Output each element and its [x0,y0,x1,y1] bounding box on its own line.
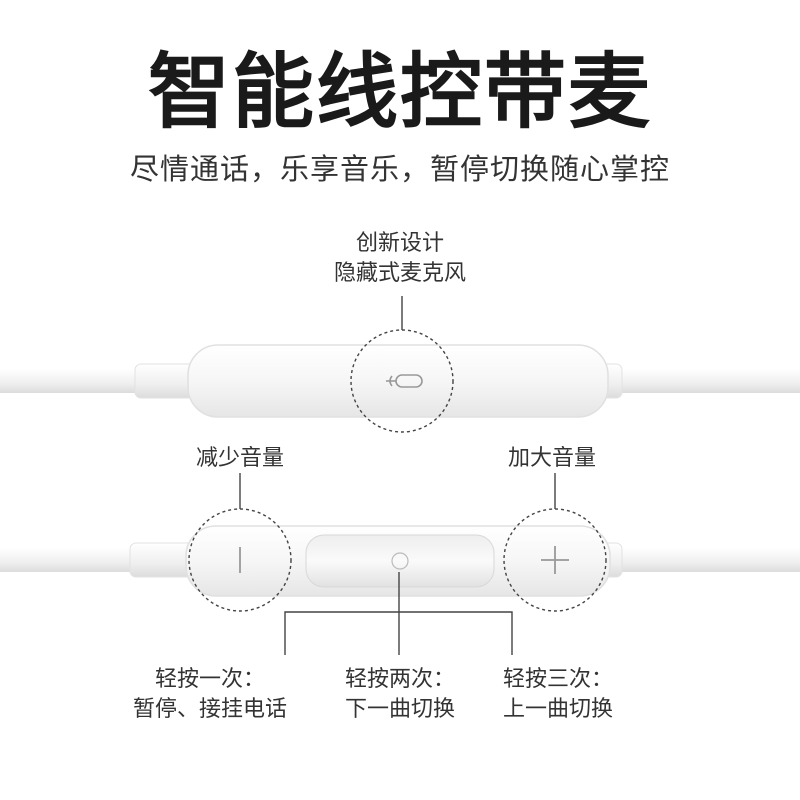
mic-remote-body [187,344,609,418]
press-twice-callout: 轻按两次： 下一曲切换 [300,665,500,725]
play-pause-button [305,534,495,588]
press-twice-line2: 下一曲切换 [344,697,455,722]
press-once-callout: 轻按一次： 暂停、接挂电话 [110,665,310,725]
plus-icon [541,546,569,574]
press-thrice-callout: 轻按三次： 上一曲切换 [458,665,658,725]
press-thrice-line1: 轻按三次： [502,667,613,692]
right-cable-bottom [600,548,800,572]
volume-up-label: 加大音量 [507,446,596,471]
right-cable-top [600,369,800,393]
press-twice-line1: 轻按两次： [344,667,455,692]
mic-remote [0,296,800,433]
press-bracket [284,572,513,655]
microphone-icon [386,374,423,388]
left-strain-relief-top [134,363,196,399]
mic-callout-line2: 隐藏式麦克风 [333,261,466,286]
center-dot-icon [391,552,409,570]
volume-down-label: 减少音量 [195,446,284,471]
volume-remote [0,473,800,655]
press-thrice-line2: 上一曲切换 [502,697,613,722]
left-cable-bottom [0,548,150,572]
page-title: 智能线控带麦 [147,45,652,140]
mic-callout-line1: 创新设计 [355,231,444,256]
press-once-line1: 轻按一次： [154,667,265,692]
page-subtitle: 尽情通话，乐享音乐，暂停切换随心掌控 [129,152,670,186]
mic-highlight-circle [350,329,454,433]
left-cable-top [0,369,150,393]
press-once-line2: 暂停、接挂电话 [132,697,287,722]
volume-down-circle [188,508,292,612]
mic-callout: 创新设计 隐藏式麦克风 [300,229,500,289]
volume-up-circle [503,508,607,612]
